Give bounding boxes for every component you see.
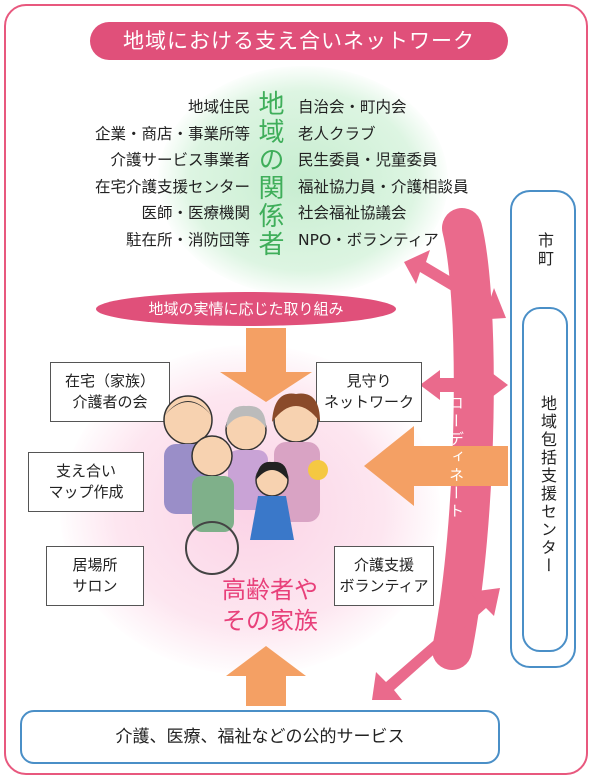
activity-care-volunteer: 介護支援 ボランティア [334, 546, 434, 606]
activity-support-map: 支え合い マップ作成 [28, 452, 144, 512]
pink-double-arrows [372, 250, 508, 700]
wheelchair-wheel [185, 521, 239, 575]
coordinate-bar [432, 208, 494, 670]
stakeholder: 老人クラブ [298, 124, 376, 143]
family-illustration [163, 393, 328, 575]
stakeholder: 地域住民 [187, 98, 250, 116]
stakeholder: 民生委員・児童委員 [298, 151, 438, 169]
arrow-bottom-diagonal [372, 588, 500, 700]
activity-family-caregivers: 在宅（家族） 介護者の会 [50, 362, 170, 422]
arrow-left-from-center [364, 426, 508, 506]
stakeholder: 駐在所・消防団等 [125, 230, 250, 249]
stakeholders-title: 地域の関係者 [254, 90, 284, 258]
person-grandmother-hair [226, 405, 266, 428]
outer-frame [4, 4, 588, 775]
stakeholder: 企業・商店・事業所等 [94, 124, 250, 143]
person-grandmother-body [228, 450, 268, 510]
stakeholder: 医師・医療機関 [141, 204, 250, 222]
person-woman-hair [272, 393, 320, 422]
stakeholder: 在宅介護支援センター [94, 177, 250, 196]
stakeholders-left: 地域住民 企業・商店・事業所等 介護サービス事業者 在宅介護支援センター 医師・… [40, 94, 250, 253]
public-services-box: 介護、医療、福祉などの公的サービス [20, 710, 500, 764]
person-grandfather-head [191, 435, 233, 477]
support-center-box: 地域包括支援センター [522, 307, 568, 652]
arrow-top-diagonal [404, 250, 506, 320]
stakeholder: 介護サービス事業者 [110, 151, 250, 169]
stakeholder: 福祉協力員・介護相談員 [298, 177, 469, 196]
person-girl-hair [256, 461, 288, 480]
diagram-title: 地域における支え合いネットワーク [90, 22, 508, 60]
coordinate-label: コーディネート [447, 395, 465, 521]
stakeholder: 社会福祉協議会 [298, 204, 407, 222]
arrow-watch-network [420, 370, 508, 400]
support-center-label: 地域包括支援センター [538, 395, 557, 575]
person-man-hair [164, 401, 212, 416]
flower-bouquet [308, 460, 328, 480]
municipality-label: 市町 [535, 232, 554, 268]
person-grandfather-body [192, 476, 234, 532]
local-initiatives-banner: 地域の実情に応じた取り組み [96, 292, 396, 326]
activity-salon: 居場所 サロン [46, 546, 144, 606]
stakeholders-right: 自治会・町内会 老人クラブ 民生委員・児童委員 福祉協力員・介護相談員 社会福祉… [298, 94, 528, 253]
stakeholders-glow [158, 66, 448, 296]
stakeholder: 自治会・町内会 [298, 98, 407, 116]
activity-watch-network: 見守り ネットワーク [316, 362, 422, 422]
elderly-and-families: 高齢者や その家族 [222, 576, 318, 635]
person-girl-dress [250, 496, 294, 540]
stakeholder: NPO・ボランティア [298, 230, 439, 249]
arrow-down-from-stakeholders [220, 328, 312, 402]
orange-arrows [220, 328, 508, 706]
arrow-up-from-services [226, 646, 306, 706]
